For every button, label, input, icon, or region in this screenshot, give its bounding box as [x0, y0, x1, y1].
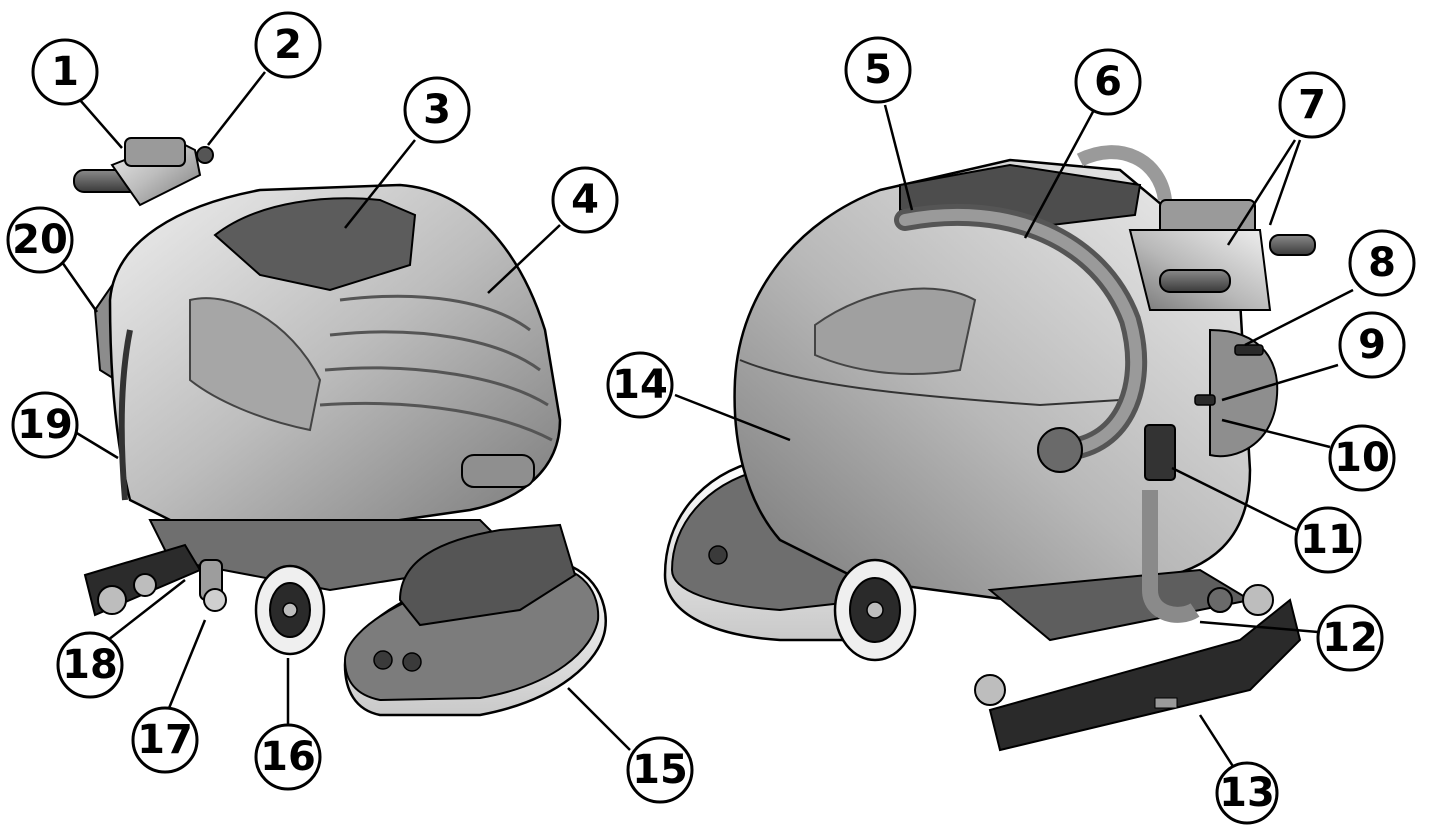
svg-text:11: 11	[1300, 517, 1356, 563]
callout-15: 15	[626, 736, 694, 804]
svg-text:7: 7	[1298, 82, 1326, 128]
svg-text:1: 1	[51, 49, 79, 95]
callout-4: 4	[551, 166, 619, 234]
drive-wheel-right	[833, 558, 917, 662]
callout-16: 16	[254, 723, 322, 791]
rear-squeegee-right	[974, 584, 1302, 752]
svg-text:4: 4	[571, 177, 599, 223]
callout-7: 7	[1278, 71, 1346, 139]
callout-20: 20	[6, 206, 74, 274]
brush-deck-left	[343, 523, 607, 717]
left-lid	[213, 197, 417, 292]
callout-6: 6	[1074, 48, 1142, 116]
callout-5: 5	[844, 36, 912, 104]
svg-text:2: 2	[274, 22, 302, 68]
callout-19: 19	[11, 391, 79, 459]
right-handle	[1128, 199, 1316, 311]
right-side-panel	[814, 287, 977, 375]
callout-2: 2	[254, 11, 322, 79]
svg-text:14: 14	[612, 362, 668, 408]
svg-text:3: 3	[423, 87, 451, 133]
drive-wheel-left	[254, 564, 326, 656]
svg-text:19: 19	[17, 402, 73, 448]
callout-8: 8	[1348, 229, 1416, 297]
svg-text:17: 17	[137, 717, 193, 763]
svg-text:5: 5	[864, 47, 892, 93]
svg-text:18: 18	[62, 642, 118, 688]
callouts: 1 2 3 4 5 6 7 8 9 10 11 12 13 14 15 16 1…	[6, 11, 1416, 825]
left-side-panel	[189, 297, 322, 432]
svg-text:16: 16	[260, 734, 316, 780]
callout-14: 14	[606, 351, 674, 419]
callout-18: 18	[56, 631, 124, 699]
svg-text:20: 20	[12, 217, 68, 263]
svg-text:13: 13	[1219, 770, 1275, 816]
rear-caster	[199, 559, 227, 612]
left-handle	[73, 137, 214, 207]
svg-text:6: 6	[1094, 59, 1122, 105]
callout-17: 17	[131, 706, 199, 774]
front-ribs	[319, 294, 553, 442]
svg-text:10: 10	[1334, 435, 1390, 481]
callout-9: 9	[1338, 311, 1406, 379]
svg-text:12: 12	[1322, 615, 1378, 661]
machine-rear-view	[663, 145, 1316, 752]
callout-12: 12	[1316, 604, 1384, 672]
callout-13: 13	[1215, 761, 1279, 825]
callout-1: 1	[31, 38, 99, 106]
svg-text:9: 9	[1358, 322, 1386, 368]
callout-11: 11	[1294, 506, 1362, 574]
callout-10: 10	[1328, 424, 1396, 492]
svg-text:8: 8	[1368, 240, 1396, 286]
callout-3: 3	[403, 76, 471, 144]
machine-front-view	[73, 137, 607, 717]
leader-lines	[60, 71, 1354, 786]
svg-text:15: 15	[632, 747, 688, 793]
right-main-body	[733, 158, 1252, 602]
